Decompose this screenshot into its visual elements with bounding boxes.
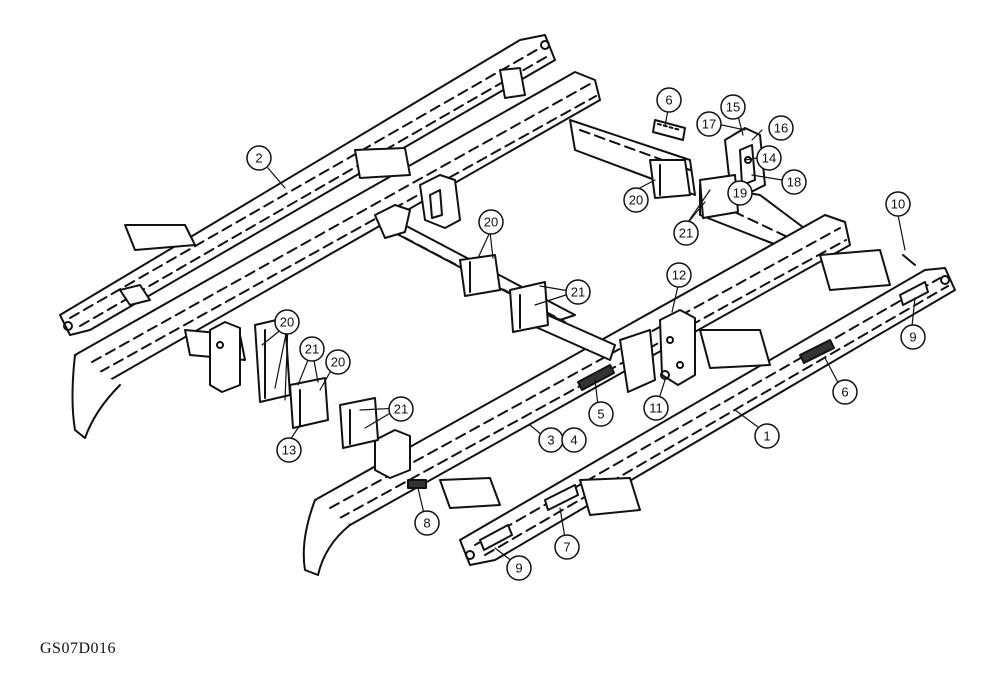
- callout-label: 9: [515, 561, 522, 576]
- callout-label: 8: [423, 516, 430, 531]
- plate-20-lower-center: [289, 377, 329, 429]
- bracket-left-lower: [209, 321, 241, 393]
- bracket-center-lower: [619, 329, 656, 393]
- callout-label: 6: [841, 385, 848, 400]
- callout-label: 19: [733, 186, 747, 201]
- callout-label: 4: [570, 433, 577, 448]
- pin-10: [902, 254, 916, 266]
- callout-label: 2: [255, 151, 262, 166]
- decal-5: [577, 364, 615, 391]
- decal-9-upper: [899, 281, 929, 306]
- decal-6-lower: [799, 339, 835, 364]
- bracket-13: [374, 429, 411, 479]
- callout-label: 21: [679, 226, 693, 241]
- callout-label: 17: [702, 117, 716, 132]
- callout-label: 21: [305, 342, 319, 357]
- callout-label: 20: [484, 215, 498, 230]
- callout-label: 20: [629, 193, 643, 208]
- drawing-code: GS07D016: [40, 640, 117, 657]
- clip-11: [660, 370, 670, 380]
- center-bracket-upper: [374, 174, 461, 239]
- plate-21-lower: [339, 397, 379, 449]
- callout-label: 14: [762, 151, 776, 166]
- bracket-12: [659, 309, 696, 386]
- callout-label: 1: [763, 429, 770, 444]
- callout-label: 7: [563, 540, 570, 555]
- clip-6-upper: [652, 119, 686, 141]
- callout-label: 12: [672, 268, 686, 283]
- callout-label: 9: [909, 330, 916, 345]
- callout-label: 20: [280, 315, 294, 330]
- callout-label: 20: [331, 355, 345, 370]
- callout-label: 21: [571, 285, 585, 300]
- callout-label: 21: [394, 402, 408, 417]
- main-rail-3-4: [302, 214, 851, 576]
- front-rail-upper: [71, 71, 601, 439]
- plate-20-upper-right: [649, 159, 691, 199]
- plate-20-upper-center: [459, 254, 501, 297]
- callout-label: 15: [726, 100, 740, 115]
- callout-label: 16: [774, 121, 788, 136]
- callout-label: 18: [787, 175, 801, 190]
- callout-label: 5: [597, 407, 604, 422]
- callout-label: 3: [547, 433, 554, 448]
- rear-rail-upper: [59, 34, 556, 336]
- callout-label: 11: [649, 401, 663, 416]
- plate-21-center: [509, 281, 549, 333]
- callout-label: 13: [282, 443, 296, 458]
- decal-8: [407, 479, 427, 489]
- callout-label: 10: [891, 197, 905, 212]
- callout-circles: [246, 87, 926, 581]
- callout-label: 6: [665, 93, 672, 108]
- decal-7: [544, 484, 579, 511]
- decal-9-lower: [479, 524, 513, 551]
